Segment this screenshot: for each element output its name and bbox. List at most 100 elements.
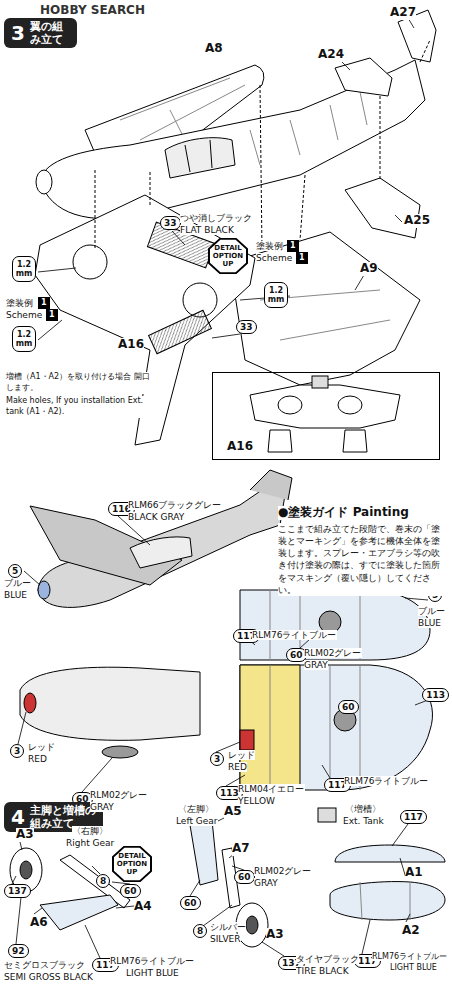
step-header: 3翼の組み立て bbox=[4, 18, 77, 48]
note-text: FLAT BLACK bbox=[180, 225, 234, 235]
color-callout: 60 bbox=[120, 884, 141, 898]
color-callout: 8 bbox=[96, 874, 110, 888]
part-label: A7 bbox=[232, 842, 250, 856]
note-text: 〈左脚〉 bbox=[178, 804, 214, 814]
scheme-number-text: 1 bbox=[49, 310, 55, 320]
color-callout: 92 bbox=[8, 944, 29, 958]
color-callout-text: 3 bbox=[14, 745, 20, 757]
note-text: RLM76ライトブルー bbox=[110, 956, 195, 966]
part-label: HOBBY SEARCH bbox=[40, 4, 145, 18]
note-text: レッド bbox=[228, 750, 255, 760]
part-label: A16 bbox=[118, 338, 144, 352]
color-callout: 117 bbox=[400, 810, 427, 824]
note-text: SEMI GROSS BLACK bbox=[4, 972, 93, 982]
note-text: LIGHT BLUE bbox=[126, 968, 179, 978]
part-label: ●塗装ガイド Painting bbox=[278, 506, 409, 520]
color-callout-text: 113 bbox=[426, 689, 445, 701]
part-label: A24 bbox=[318, 48, 344, 62]
part-label: A3 bbox=[16, 828, 34, 842]
part-label: A3 bbox=[266, 928, 284, 942]
color-callout-text: 8 bbox=[100, 875, 106, 887]
note-text: LIGHT BLUE bbox=[390, 963, 437, 972]
note-text: BLUE bbox=[4, 590, 27, 600]
color-callout-text: 60 bbox=[124, 885, 137, 897]
color-callout: 60 bbox=[234, 870, 255, 884]
color-callout-text: 5 bbox=[12, 565, 18, 577]
note-text: Make holes, If you installation Ext. tan… bbox=[6, 396, 156, 418]
note-text: BLUE bbox=[418, 618, 441, 628]
color-callout-text: 33 bbox=[164, 217, 177, 229]
color-callout-text: 117 bbox=[404, 811, 423, 823]
inset-box-text: A16 bbox=[227, 439, 253, 453]
note-text: BLACK GRAY bbox=[128, 512, 184, 522]
drill-hole-icon-text: 1.2 mm bbox=[14, 260, 34, 278]
color-callout-text: 137 bbox=[8, 885, 27, 897]
color-callout: 113 bbox=[422, 688, 449, 702]
scheme-number: 1 bbox=[287, 240, 299, 252]
drill-hole-icon: 1.2 mm bbox=[264, 282, 288, 308]
color-callout: 60 bbox=[338, 700, 359, 714]
note-text: RLM02グレー bbox=[254, 866, 312, 876]
note-text: レッド bbox=[28, 742, 55, 752]
wing-a9 bbox=[230, 232, 420, 385]
note-text: ブルー bbox=[4, 578, 31, 588]
color-callout: 33 bbox=[236, 320, 257, 334]
note-text: Left Gear bbox=[176, 816, 218, 826]
color-callout-text: 3 bbox=[214, 753, 220, 765]
inset-box: A16 bbox=[212, 372, 440, 460]
note-text: RLM76ライトブルー bbox=[372, 952, 447, 961]
part-label: A4 bbox=[134, 900, 152, 914]
drill-hole-icon-text: 1.2 mm bbox=[266, 286, 286, 304]
part-label: A5 bbox=[224, 805, 242, 819]
color-callout: 5 bbox=[8, 564, 22, 578]
color-callout: 3 bbox=[10, 744, 24, 758]
note-text: 〈増槽〉 bbox=[345, 804, 381, 814]
note-text: ブルー bbox=[418, 606, 445, 616]
part-label: A6 bbox=[30, 916, 48, 930]
note-text: RLM76ライトブルー bbox=[252, 630, 337, 640]
note-text: タイヤブラック bbox=[296, 954, 359, 964]
color-callout: 137 bbox=[4, 884, 31, 898]
note-text: TIRE BLACK bbox=[296, 966, 349, 976]
scheme-number: 1 bbox=[296, 252, 308, 264]
note-text: Right Gear bbox=[66, 838, 114, 848]
drill-hole-icon: 1.2 mm bbox=[12, 326, 36, 352]
step-number: 3 bbox=[11, 21, 25, 45]
color-callout-text: 60 bbox=[290, 649, 303, 661]
part-label: A25 bbox=[404, 214, 430, 228]
note-text: 増槽（A1・A2）を取り付ける場合 開口します。 bbox=[6, 372, 154, 394]
part-label: A2 bbox=[402, 924, 420, 938]
note-text: つや消しブラック bbox=[180, 213, 252, 223]
color-callout-text: 33 bbox=[240, 321, 253, 333]
detail-up-badge-text: DETAIL OPTION UP bbox=[115, 852, 149, 876]
note-text: GRAY bbox=[254, 878, 278, 888]
part-label: A27 bbox=[390, 6, 416, 20]
color-callout-text: 8 bbox=[197, 925, 203, 937]
part-label: A9 bbox=[360, 262, 378, 276]
note-text: 塗装例 bbox=[6, 298, 33, 308]
scheme-number-text: 1 bbox=[290, 241, 296, 251]
note-text: RLM02グレー bbox=[90, 790, 148, 800]
note-text: RLM04イエロー bbox=[238, 784, 305, 794]
note-text: RED bbox=[28, 754, 47, 764]
drill-hole-icon: 1.2 mm bbox=[12, 256, 36, 282]
color-callout: 3 bbox=[210, 752, 224, 766]
color-callout-text: 60 bbox=[184, 897, 197, 909]
note-text: Ext. Tank bbox=[343, 816, 384, 826]
scheme-number: 1 bbox=[46, 309, 58, 321]
note-text: RLM76ライトブルー bbox=[344, 776, 429, 786]
note-text: RED bbox=[228, 762, 247, 772]
color-callout-text: 60 bbox=[342, 701, 355, 713]
note-text: GRAY bbox=[90, 802, 114, 812]
detail-up-badge-text: DETAIL OPTION UP bbox=[211, 244, 245, 268]
note-text: SILVER bbox=[210, 934, 241, 944]
color-callout: 8 bbox=[193, 924, 207, 938]
scheme-number: 1 bbox=[38, 297, 50, 309]
detail-up-badge: DETAIL OPTION UP bbox=[112, 846, 152, 882]
color-callout: 33 bbox=[160, 216, 181, 230]
ext-tank bbox=[335, 845, 445, 862]
step-number: 4 bbox=[11, 805, 25, 829]
note-text: RLM66ブラックグレー bbox=[128, 500, 222, 510]
tailplane-a25 bbox=[345, 178, 420, 238]
note-text: セミグロスブラック bbox=[4, 960, 85, 970]
